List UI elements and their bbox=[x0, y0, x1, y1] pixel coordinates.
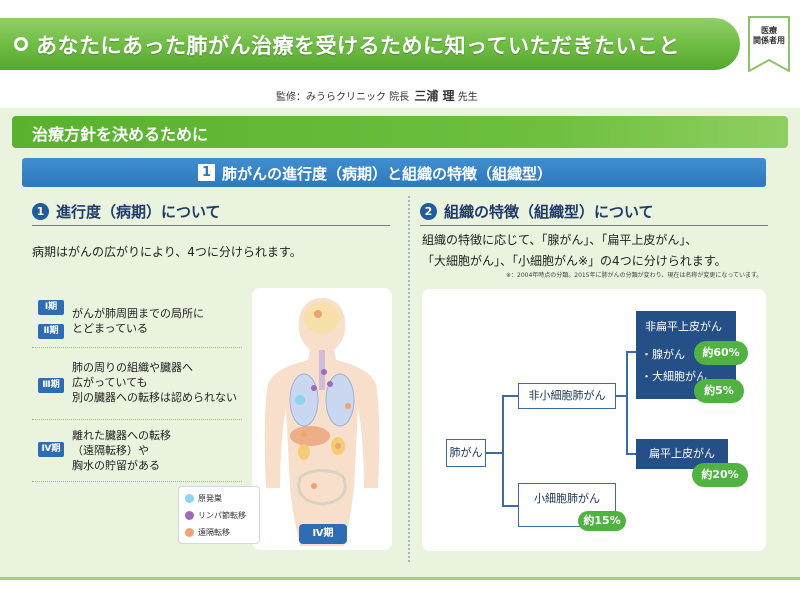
connector-root bbox=[484, 452, 502, 454]
title-banner: あなたにあった肺がん治療を受けるために知っていただきたいこと bbox=[0, 18, 740, 70]
brain-shape bbox=[304, 302, 340, 334]
stage-1-2-line-2: とどまっている bbox=[72, 322, 149, 335]
supervisor-suffix: 先生 bbox=[457, 92, 478, 103]
section-heading-bar: 治療方針を決めるために bbox=[12, 116, 788, 148]
legend-lymph-label: リンパ節転移 bbox=[198, 511, 246, 520]
node-lung-cancer: 肺がん bbox=[446, 439, 486, 467]
legend-item-primary: 原発巣 bbox=[185, 493, 222, 504]
stage-4-description: 離れた臓器への転移 （遠隔転移）や 胸水の貯留がある bbox=[72, 428, 171, 473]
page-title: あなたにあった肺がん治療を受けるために知っていただきたいこと bbox=[36, 34, 680, 58]
legend-lymph-dot bbox=[185, 511, 194, 520]
stage-3-line-3: 別の臓器への転移は認められない bbox=[72, 391, 237, 404]
primary-tumor-dot bbox=[295, 395, 305, 405]
liver-shape bbox=[290, 426, 330, 446]
stage-4-line-3: 胸水の貯留がある bbox=[72, 459, 160, 472]
stage-2-badge: Ⅱ期 bbox=[38, 324, 64, 339]
stage-4-line-2: （遠隔転移）や bbox=[72, 444, 149, 457]
stage-1-badge: Ⅰ期 bbox=[38, 300, 64, 315]
supervisor-prefix: 監修：みうらクリニック 院長 bbox=[276, 92, 410, 103]
brain-metastasis-dot bbox=[314, 310, 322, 318]
histology-heading-title: 組織の特徴（組織型）について bbox=[444, 203, 654, 221]
supervisor-credit: 監修：みうらクリニック 院長 三浦 理 先生 bbox=[276, 87, 478, 104]
stage-heading-number: 1 bbox=[32, 203, 49, 220]
stage-heading: 1 進行度（病期）について bbox=[32, 200, 390, 226]
legend-distant-dot bbox=[185, 528, 194, 537]
sclc-percentage: 約15% bbox=[578, 511, 626, 531]
lymph-node-dot-2 bbox=[327, 381, 333, 387]
figure-legend: 原発巣 リンパ節転移 遠隔転移 bbox=[178, 486, 260, 544]
badge-line-1: 医療 bbox=[761, 26, 777, 35]
ribbon-icon bbox=[748, 16, 790, 72]
connector-to-sclc bbox=[502, 505, 518, 507]
connector-to-nsclc bbox=[502, 395, 518, 397]
stage-3-line-1: 肺の周りの組織や臓器へ bbox=[72, 361, 193, 374]
liver-metastasis-dot bbox=[301, 431, 307, 437]
stage-3-badge: Ⅲ期 bbox=[38, 378, 64, 393]
adeno-percentage: 約60% bbox=[694, 341, 748, 365]
node-nsclc: 非小細胞肺がん bbox=[518, 383, 616, 409]
legend-item-distant: 遠隔転移 bbox=[185, 527, 230, 538]
legend-item-lymph: リンパ節転移 bbox=[185, 510, 246, 521]
legend-primary-dot bbox=[185, 494, 194, 503]
histology-lead: 組織の特徴に応じて、「腺がん」、「扁平上皮がん」、 「大細胞がん」、「小細胞がん… bbox=[422, 230, 727, 272]
large-cell-percentage: 約5% bbox=[694, 379, 744, 403]
legend-distant-label: 遠隔転移 bbox=[198, 528, 230, 537]
histology-tree-panel: 肺がん 非小細胞肺がん 小細胞肺がん 約15% 非扁平上皮がん ・腺がん ・大細… bbox=[422, 289, 766, 551]
bullet-circle-icon bbox=[14, 37, 28, 51]
left-lung-shape bbox=[325, 373, 355, 427]
connector-nsclc-stub bbox=[616, 395, 626, 397]
human-body-illustration bbox=[264, 298, 380, 546]
lymph-node-dot-1 bbox=[311, 385, 317, 391]
badge-line-2: 関係者用 bbox=[753, 36, 785, 45]
adrenal-metastasis-dot bbox=[335, 443, 341, 449]
main-topic-bar: 1 肺がんの進行度（病期）と組織の特徴（組織型） bbox=[22, 158, 766, 187]
pelvis-shape bbox=[297, 469, 347, 506]
kidney-shape bbox=[298, 444, 310, 460]
main-topic-title: 肺がんの進行度（病期）と組織の特徴（組織型） bbox=[222, 165, 553, 183]
stage-1-2-line-1: がんが肺周囲までの局所に bbox=[72, 307, 204, 320]
lymph-node-dot-3 bbox=[321, 369, 327, 375]
histology-lead-line-2: 「大細胞がん」、「小細胞がん※」の4つに分けられます。 bbox=[422, 254, 727, 268]
column-divider bbox=[408, 196, 410, 562]
connector-to-squamous bbox=[626, 453, 636, 455]
body-figure-panel bbox=[252, 288, 392, 550]
non-squamous-title: 非扁平上皮がん bbox=[645, 320, 722, 333]
histology-lead-line-1: 組織の特徴に応じて、「腺がん」、「扁平上皮がん」、 bbox=[422, 233, 698, 247]
adeno-label: ・腺がん bbox=[641, 348, 685, 361]
stage-3-description: 肺の周りの組織や臓器へ 広がっていても 別の臓器への転移は認められない bbox=[72, 360, 237, 405]
large-cell-label: ・大細胞がん bbox=[641, 370, 707, 383]
bottom-margin bbox=[0, 583, 800, 600]
histology-heading-number: 2 bbox=[420, 203, 437, 220]
lung-metastasis-dot bbox=[345, 403, 351, 409]
main-topic-number: 1 bbox=[198, 164, 215, 181]
supervisor-name: 三浦 理 bbox=[414, 89, 455, 103]
stage-heading-title: 進行度（病期）について bbox=[56, 203, 221, 221]
histology-heading: 2 組織の特徴（組織型）について bbox=[420, 200, 768, 226]
stage-4-badge: Ⅳ期 bbox=[38, 442, 64, 457]
bone-metastasis-dot bbox=[311, 483, 317, 489]
squamous-percentage: 約20% bbox=[692, 463, 748, 487]
stage-lead: 病期はがんの広がりにより、4つに分けられます。 bbox=[32, 245, 302, 259]
body-silhouette bbox=[264, 298, 380, 546]
connector-to-non-squamous bbox=[626, 351, 636, 353]
stage-row-1-2: Ⅰ期 Ⅱ期 がんが肺周囲までの局所に とどまっている bbox=[32, 290, 242, 348]
connector-nsclc-vertical bbox=[626, 351, 628, 455]
stage-row-3: Ⅲ期 肺の周りの組織や臓器へ 広がっていても 別の臓器への転移は認められない bbox=[32, 350, 242, 420]
figure-stage-label: Ⅳ期 bbox=[299, 524, 347, 544]
stage-1-2-description: がんが肺周囲までの局所に とどまっている bbox=[72, 306, 204, 336]
section-title: 治療方針を決めるために bbox=[32, 125, 209, 144]
legend-primary-label: 原発巣 bbox=[198, 494, 222, 503]
classification-footnote: ※：2004年時点の分類。2015年に肺がんの分類が変わり、現在は名称が変更にな… bbox=[506, 272, 763, 279]
connector-root-vertical bbox=[502, 395, 504, 507]
medical-professional-badge: 医療 関係者用 bbox=[748, 16, 790, 72]
stage-row-4: Ⅳ期 離れた臓器への転移 （遠隔転移）や 胸水の貯留がある bbox=[32, 422, 242, 482]
stage-3-line-2: 広がっていても bbox=[72, 376, 148, 389]
stage-4-line-1: 離れた臓器への転移 bbox=[72, 429, 171, 442]
